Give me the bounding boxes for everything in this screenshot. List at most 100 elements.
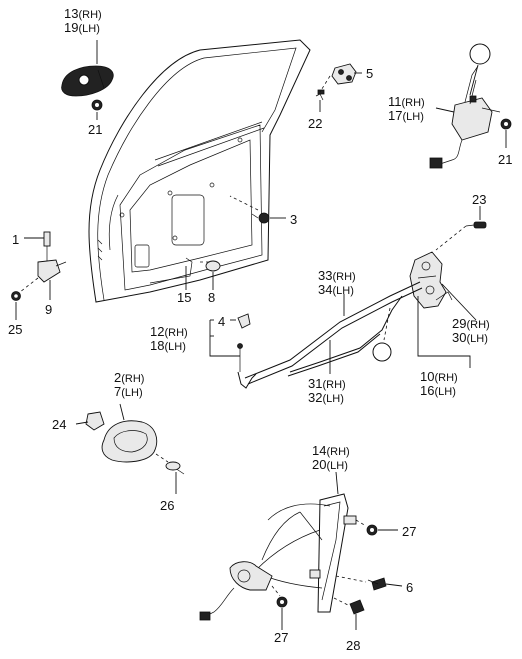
- callout-c2-line-1: 7(LH): [114, 384, 143, 399]
- part-number: 3: [290, 212, 297, 227]
- callout-c31-line-1: 32(LH): [308, 390, 344, 405]
- part-number: 15: [177, 290, 191, 305]
- window-regulator-part: [199, 493, 357, 621]
- callout-c33-line-0: 33(RH): [318, 268, 356, 283]
- part-number: 25: [8, 322, 22, 337]
- part-number: 12: [150, 324, 164, 339]
- part-number: 21: [498, 152, 512, 167]
- callout-c24-line-0: 24: [52, 417, 66, 432]
- callout-c22-line-0: 22: [308, 116, 322, 131]
- callout-c13-line-1: 19(LH): [64, 20, 100, 35]
- clip-part: [237, 313, 251, 329]
- side-designation: (RH): [332, 271, 355, 283]
- part-number: 28: [346, 638, 360, 653]
- part-number: 31: [308, 376, 322, 391]
- part-number: 16: [420, 383, 434, 398]
- ref-a-circle-top: [469, 43, 491, 65]
- callout-c27a-line-0: 27: [402, 524, 416, 539]
- part-number: 34: [318, 282, 332, 297]
- door-check-part: [11, 231, 67, 301]
- callout-c29-line-1: 30(LH): [452, 330, 488, 345]
- side-designation: (LH): [322, 393, 343, 405]
- part-number: 33: [318, 268, 332, 283]
- striker-screw-part: [315, 89, 325, 101]
- callout-c15-line-0: 15: [177, 290, 191, 305]
- part-number: 5: [366, 66, 373, 81]
- inside-handle-part: [85, 411, 185, 475]
- part-number: 7: [114, 384, 121, 399]
- side-designation: (RH): [434, 372, 457, 384]
- regulator-nut-27a: [366, 524, 378, 536]
- side-designation: (RH): [164, 327, 187, 339]
- inside-cable-part: [237, 343, 257, 389]
- callout-c27b-line-0: 27: [274, 630, 288, 645]
- side-designation: (LH): [326, 460, 347, 472]
- callout-c4-line-0: 4: [218, 314, 225, 329]
- side-designation: (RH): [322, 379, 345, 391]
- part-number: 13: [64, 6, 78, 21]
- regulator-nut-27b: [276, 596, 288, 608]
- callout-c23-line-0: 23: [472, 192, 486, 207]
- side-designation: (LH): [402, 111, 423, 123]
- part-number: 27: [402, 524, 416, 539]
- part-number: 21: [88, 122, 102, 137]
- regulator-bolt-6: [367, 577, 387, 591]
- part-number: 2: [114, 370, 121, 385]
- latch-screw-part: [465, 221, 487, 229]
- callout-c11-line-1: 17(LH): [388, 108, 424, 123]
- part-number: 4: [218, 314, 225, 329]
- side-designation: (RH): [326, 446, 349, 458]
- callout-c8-line-0: 8: [208, 290, 215, 305]
- clip-3-part: [251, 212, 270, 224]
- part-number: 1: [12, 232, 19, 247]
- part-number: 24: [52, 417, 66, 432]
- part-number: 18: [150, 338, 164, 353]
- callout-c5-line-0: 5: [366, 66, 373, 81]
- callout-c31-line-0: 31(RH): [308, 376, 346, 391]
- callout-c26-line-0: 26: [160, 498, 174, 513]
- callout-labels: 13(RH)19(LH)21522A11(RH)17(LH)2132319251…: [8, 6, 512, 653]
- ref-a-circle-mid: [372, 342, 392, 362]
- callout-c29-line-0: 29(RH): [452, 316, 490, 331]
- callout-c10-line-1: 16(LH): [420, 383, 456, 398]
- part-number: 27: [274, 630, 288, 645]
- part-number: 14: [312, 443, 326, 458]
- side-designation: (RH): [121, 373, 144, 385]
- part-number: 32: [308, 390, 322, 405]
- part-number: 29: [452, 316, 466, 331]
- outside-handle-part: [61, 65, 114, 97]
- callout-c21a-line-0: 21: [88, 122, 102, 137]
- part-number: 17: [388, 108, 402, 123]
- part-number: 30: [452, 330, 466, 345]
- lock-actuator-part: [429, 65, 501, 169]
- callout-c9-line-0: 9: [45, 302, 52, 317]
- callout-c6-line-0: 6: [406, 580, 413, 595]
- striker-part: [331, 63, 357, 85]
- part-number: 9: [45, 302, 52, 317]
- callout-c10-line-0: 10(RH): [420, 369, 458, 384]
- door-panel: [88, 39, 311, 303]
- part-number: 19: [64, 20, 78, 35]
- callout-c2-line-0: 2(RH): [114, 370, 144, 385]
- side-designation: (LH): [466, 333, 487, 345]
- actuator-nut-part: [500, 118, 512, 130]
- callout-c12-line-1: 18(LH): [150, 338, 186, 353]
- callout-c14-line-0: 14(RH): [312, 443, 350, 458]
- part-number: 20: [312, 457, 326, 472]
- callout-c3-line-0: 3: [290, 212, 297, 227]
- side-designation: (LH): [121, 387, 142, 399]
- part-number: 22: [308, 116, 322, 131]
- side-designation: (LH): [332, 285, 353, 297]
- part-number: 23: [472, 192, 486, 207]
- callout-c25-line-0: 25: [8, 322, 22, 337]
- callout-c1-line-0: 1: [12, 232, 19, 247]
- side-designation: (LH): [78, 23, 99, 35]
- part-number: 26: [160, 498, 174, 513]
- callout-c14-line-1: 20(LH): [312, 457, 348, 472]
- part-number: 8: [208, 290, 215, 305]
- callout-c12-line-0: 12(RH): [150, 324, 188, 339]
- door-latch-part: [409, 251, 453, 309]
- callout-c28-line-0: 28: [346, 638, 360, 653]
- side-designation: (RH): [466, 319, 489, 331]
